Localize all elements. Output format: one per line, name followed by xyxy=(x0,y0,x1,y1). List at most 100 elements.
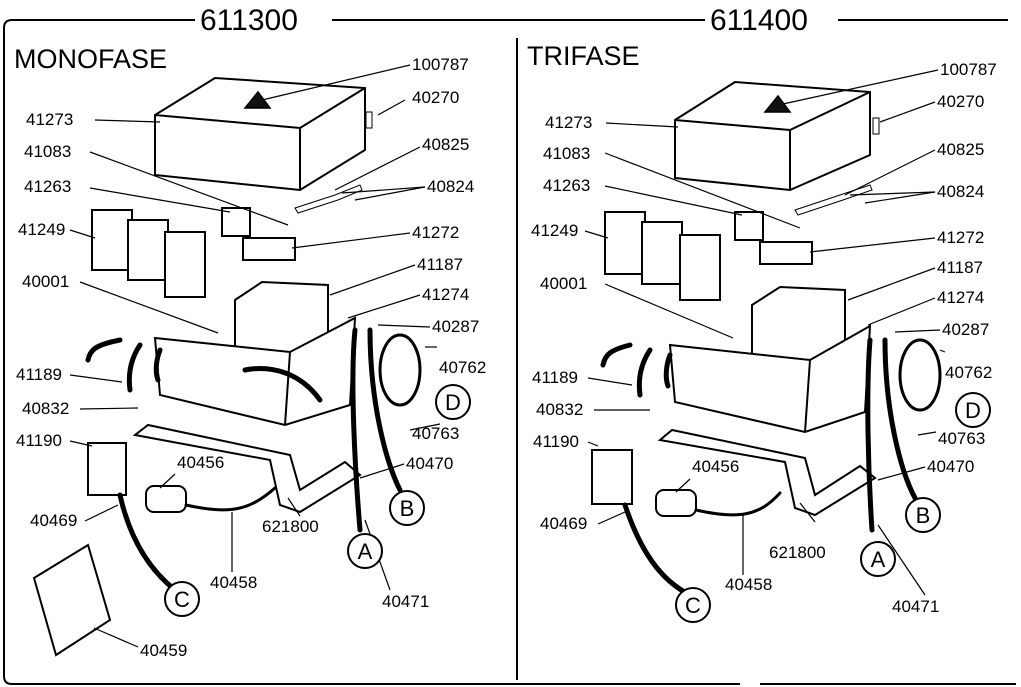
part-label: 40825 xyxy=(422,135,469,154)
part-label: 41263 xyxy=(543,176,590,195)
part-label: 40470 xyxy=(406,454,453,473)
callout-d-left: D xyxy=(445,390,461,415)
part-label: 41083 xyxy=(543,144,590,163)
part-label: 40458 xyxy=(725,575,772,594)
part-label: 40456 xyxy=(177,453,224,472)
part-label: 40456 xyxy=(692,457,739,476)
part-label: 41083 xyxy=(24,142,71,161)
part-label: 41187 xyxy=(937,258,983,277)
left-cable-c xyxy=(117,492,178,593)
callout-c-right: C xyxy=(685,593,701,618)
callout-b-left-circle xyxy=(389,490,425,526)
right-wire-loop xyxy=(898,338,942,412)
left-housing xyxy=(153,316,357,427)
part-label: 40471 xyxy=(892,597,939,616)
title-left: MONOFASE xyxy=(14,44,167,74)
part-label: 41273 xyxy=(26,110,73,129)
left-relay-1 xyxy=(91,209,133,271)
part-label: 40470 xyxy=(927,457,974,476)
part-label: 41249 xyxy=(18,220,65,239)
frame-border xyxy=(3,19,740,685)
part-label: 41272 xyxy=(412,223,459,242)
left-mount-plate xyxy=(87,442,127,496)
left-terminal-block xyxy=(242,237,296,261)
right-cable-glands xyxy=(794,184,873,216)
left-cable-b xyxy=(367,327,403,493)
part-label: 41273 xyxy=(545,113,592,132)
right-cable-b xyxy=(882,337,918,501)
part-label: 621800 xyxy=(769,543,826,562)
right-relay-3 xyxy=(679,234,721,301)
part-label: 41190 xyxy=(16,431,62,450)
right-leader-lines xyxy=(584,69,946,596)
part-label: 40459 xyxy=(140,641,187,660)
left-leader-lines xyxy=(69,64,441,648)
left-wire-loop xyxy=(378,333,422,407)
part-label: 41187 xyxy=(417,255,463,274)
header-left-model: 611300 xyxy=(200,4,298,37)
right-relay-1 xyxy=(604,211,646,275)
left-cables-lower xyxy=(85,337,323,403)
callout-b-right: B xyxy=(916,503,931,528)
part-label: 41272 xyxy=(937,228,984,247)
left-assembly xyxy=(32,76,422,657)
right-housing xyxy=(668,324,872,434)
left-small-component xyxy=(221,207,251,237)
right-terminal-block xyxy=(759,241,813,265)
part-label: 40270 xyxy=(412,88,459,107)
right-mount-plate xyxy=(591,449,633,505)
callout-d-right: D xyxy=(965,398,981,423)
left-cable-capacitor xyxy=(184,486,277,512)
callout-b-right-circle xyxy=(905,497,941,533)
right-cable-a xyxy=(865,337,875,533)
part-label: 40763 xyxy=(412,424,459,443)
title-right: TRIFASE xyxy=(527,41,640,71)
part-label: 40763 xyxy=(938,429,985,448)
part-label: 40458 xyxy=(210,573,257,592)
part-label: 40001 xyxy=(540,274,587,293)
callouts: A B C D A B C D xyxy=(164,384,991,623)
part-label: 40287 xyxy=(942,320,989,339)
right-relay-2 xyxy=(641,221,683,285)
callout-a-left: A xyxy=(358,539,373,564)
part-label: 41189 xyxy=(16,365,62,384)
right-cable-c xyxy=(622,502,693,598)
left-cover xyxy=(154,76,366,192)
part-label: 40762 xyxy=(439,358,486,377)
part-label: 40832 xyxy=(22,399,69,418)
part-label: 40469 xyxy=(30,511,77,530)
callout-d-left-circle xyxy=(435,384,471,420)
part-label: 40469 xyxy=(540,514,587,533)
callout-a-right: A xyxy=(871,547,886,572)
callout-c-left: C xyxy=(174,587,190,612)
part-label: 41190 xyxy=(533,432,579,451)
right-assembly xyxy=(591,80,942,598)
right-cables-lower xyxy=(600,342,673,398)
right-cable-capacitor xyxy=(694,491,782,517)
left-relay-3 xyxy=(164,231,206,298)
part-label: 41263 xyxy=(24,177,71,196)
part-label: 40824 xyxy=(427,177,474,196)
part-label: 41249 xyxy=(531,221,578,240)
part-label: 40001 xyxy=(22,272,69,291)
callout-a-left-circle xyxy=(347,533,383,569)
left-part-labels: 100787 40270 41273 40825 41083 40824 412… xyxy=(16,55,486,660)
part-label: 41274 xyxy=(937,288,984,307)
part-label: 41189 xyxy=(532,368,578,387)
part-label: 40270 xyxy=(937,92,984,111)
part-label: 40762 xyxy=(945,363,992,382)
left-socket-plate xyxy=(32,543,112,657)
left-capacitor xyxy=(145,485,187,513)
right-capacitor xyxy=(655,489,697,517)
part-label: 40287 xyxy=(432,317,479,336)
part-label: 40825 xyxy=(937,140,984,159)
left-screw xyxy=(365,111,373,129)
right-part-labels: 100787 40270 41273 40825 41083 40824 412… xyxy=(531,60,997,616)
header-right-model: 611400 xyxy=(710,4,808,37)
right-small-component xyxy=(734,211,764,241)
left-cable-glands xyxy=(294,184,363,214)
part-label: 40824 xyxy=(937,182,984,201)
part-label: 100787 xyxy=(940,60,997,79)
part-label: 41274 xyxy=(422,285,469,304)
